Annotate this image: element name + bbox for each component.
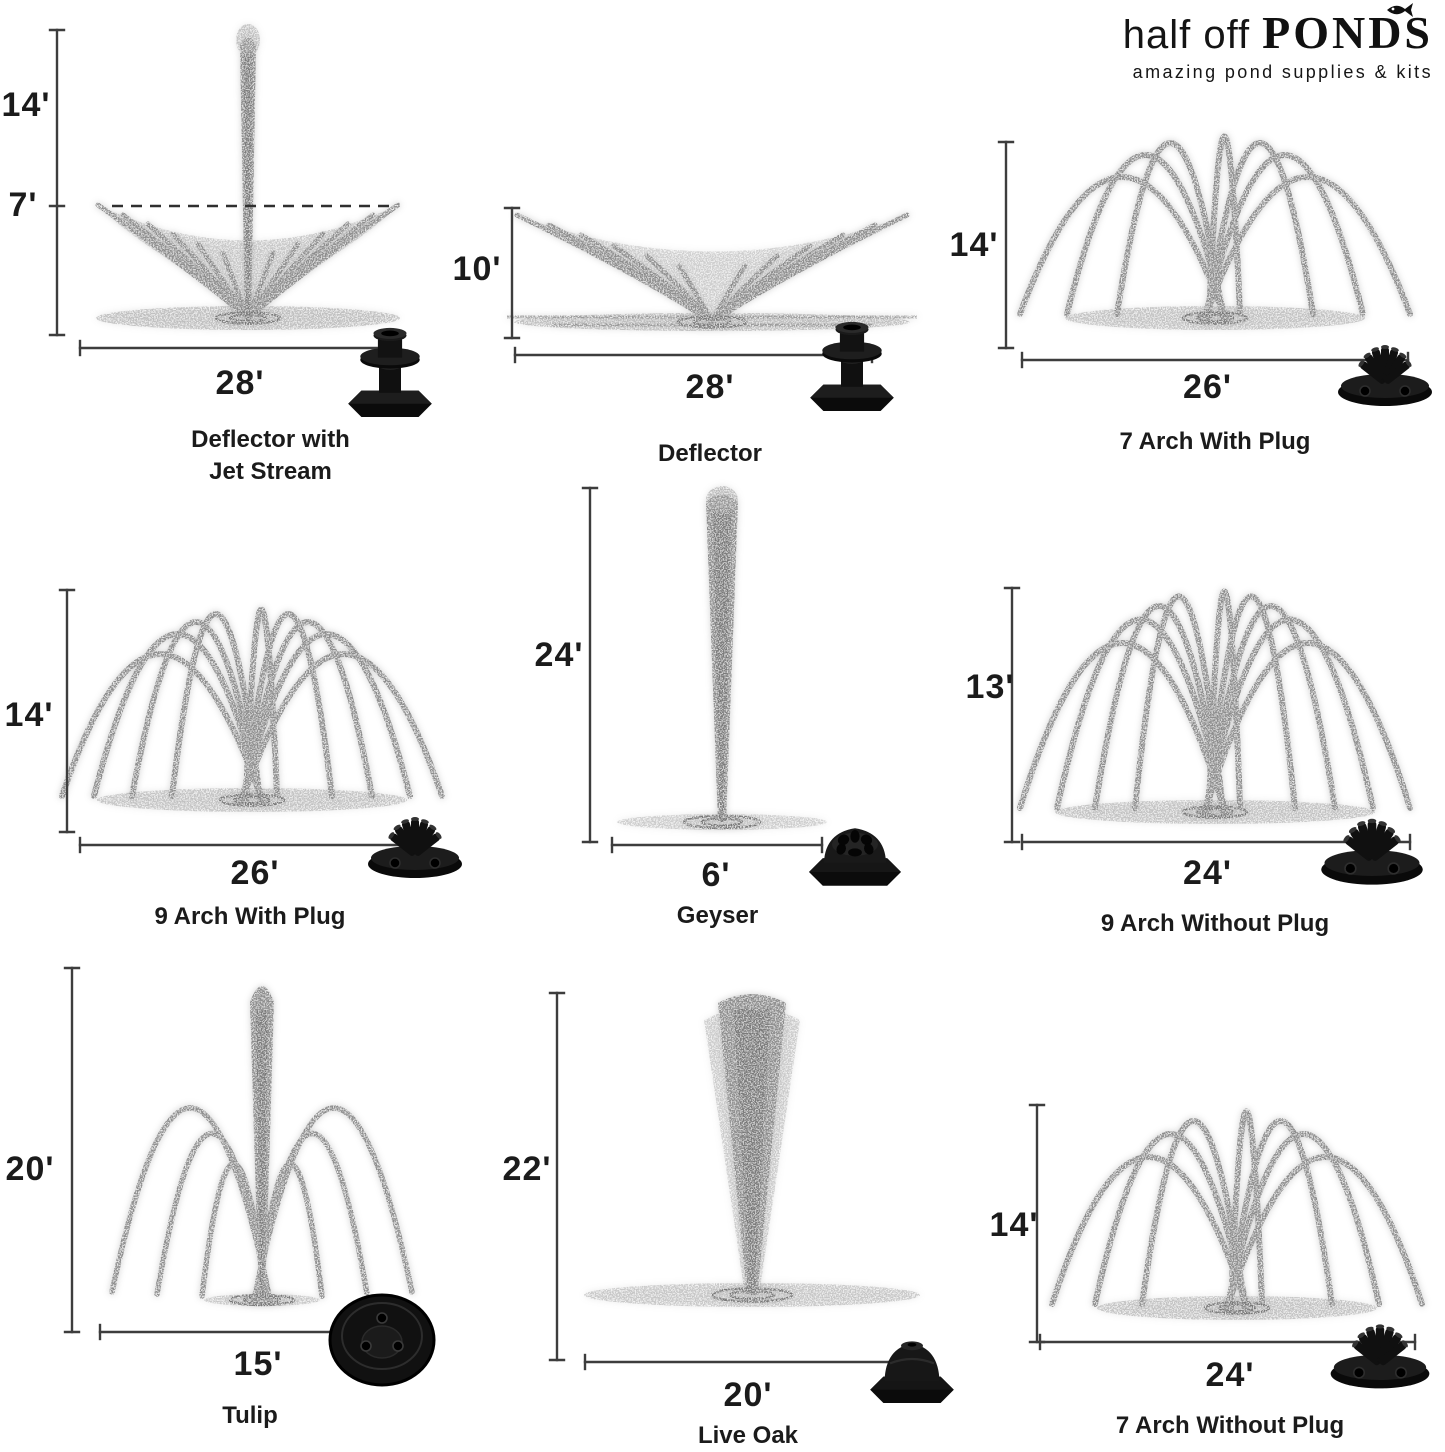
spray-pattern-9-arch-with-plug <box>58 588 462 878</box>
height-label: 10' <box>452 250 502 288</box>
pattern-name-label: 7 Arch With Plug <box>1119 428 1311 455</box>
brand-logo: half off PONDS amazing pond supplies & k… <box>1122 3 1433 83</box>
height-secondary-label: 7' <box>8 186 38 224</box>
pattern-name-label: 9 Arch Without Plug <box>1100 910 1330 937</box>
panel-9-arch-with-plug: 14' 26' 9 Arch With Plug <box>0 480 470 960</box>
height-measure-line <box>581 486 599 844</box>
spray-pattern-deflector-with-jet-stream <box>48 0 432 417</box>
tulip-disc-nozzle-icon <box>328 1293 436 1387</box>
brand-name: half off PONDS <box>1122 3 1433 59</box>
pattern-name-label: Live Oak <box>697 1422 799 1449</box>
deflector-nozzle-icon <box>348 327 432 417</box>
height-measure-line <box>997 140 1015 350</box>
pattern-name-label: Deflector <box>657 440 763 467</box>
width-label: 28' <box>685 368 735 406</box>
spray-pattern-live-oak <box>548 991 954 1403</box>
width-label: 6' <box>701 856 731 894</box>
height-measure-line <box>63 966 81 1334</box>
panel-tulip: 20' 15' Tulip <box>0 960 470 1452</box>
spray-pattern-7-arch-with-plug <box>997 0 1432 406</box>
brand-name-light: half off <box>1122 13 1251 57</box>
width-label: 26' <box>230 854 280 892</box>
geyser-dome-nozzle-icon <box>809 828 901 886</box>
width-label: 15' <box>233 1345 283 1383</box>
height-label: 24' <box>534 636 584 674</box>
height-label: 13' <box>965 668 1015 706</box>
height-label: 22' <box>502 1150 552 1188</box>
spray-pattern-tulip <box>63 966 436 1387</box>
spray-pattern-9-arch-without-plug <box>1003 586 1423 885</box>
arch-cluster-nozzle-icon <box>1338 345 1432 406</box>
height-measure-line <box>503 206 521 340</box>
arch-cluster-nozzle-icon <box>1321 818 1423 885</box>
width-label: 24' <box>1183 854 1232 892</box>
height-measure-line <box>48 28 66 337</box>
width-label: 28' <box>215 364 265 402</box>
panel-9-arch-without-plug: 13' 24' 9 Arch Without Plug <box>940 480 1445 960</box>
arch-cluster-nozzle-icon <box>368 817 462 878</box>
width-measure-line <box>610 836 824 854</box>
deflector-nozzle-icon <box>810 321 894 411</box>
pattern-name-label: 7 Arch Without Plug <box>1115 1412 1345 1439</box>
width-label: 20' <box>723 1376 773 1414</box>
width-measure-line <box>1020 351 1410 369</box>
width-measure-line <box>78 339 402 357</box>
width-measure-line <box>78 836 430 854</box>
height-label: 14' <box>949 226 999 264</box>
arch-cluster-nozzle-icon <box>1330 1324 1430 1389</box>
height-measure-line <box>1003 586 1021 844</box>
width-measure-line <box>583 1353 920 1371</box>
panel-7-arch-with-plug: 14' 26' 7 Arch With Plug <box>940 0 1445 480</box>
pattern-name-label: Tulip <box>222 1402 278 1429</box>
panel-live-oak: 22' 20' Live Oak <box>470 960 954 1452</box>
width-measure-line <box>1038 1333 1417 1351</box>
width-label: 24' <box>1205 1356 1255 1394</box>
spray-pattern-7-arch-without-plug <box>1028 1103 1430 1389</box>
height-label: 14' <box>4 696 54 734</box>
panel-7-arch-without-plug: 14' 24' 7 Arch Without Plug <box>940 960 1445 1452</box>
height-label: 14' <box>1 86 51 124</box>
width-measure-line <box>513 346 874 364</box>
panel-deflector: 10' 28' Deflector <box>453 0 940 480</box>
panel-geyser: 24' 6' Geyser <box>470 480 940 960</box>
width-label: 26' <box>1183 368 1232 406</box>
brand-tagline: amazing pond supplies & kits <box>1132 62 1433 82</box>
height-measure-line <box>58 588 76 834</box>
pattern-name-label: Geyser <box>676 902 759 929</box>
height-label: 20' <box>5 1150 55 1188</box>
dome-nozzle-icon <box>870 1341 954 1403</box>
spray-pattern-deflector <box>503 206 940 411</box>
height-measure-line <box>548 991 566 1362</box>
spray-pattern-geyser <box>581 484 901 886</box>
panel-deflector-with-jet-stream: 14' 7' 28' Deflector with Jet Stream <box>0 0 470 485</box>
pattern-name-label: 9 Arch With Plug <box>154 903 346 930</box>
pattern-name-label: Deflector with Jet Stream <box>191 426 350 485</box>
height-label: 14' <box>989 1206 1039 1244</box>
